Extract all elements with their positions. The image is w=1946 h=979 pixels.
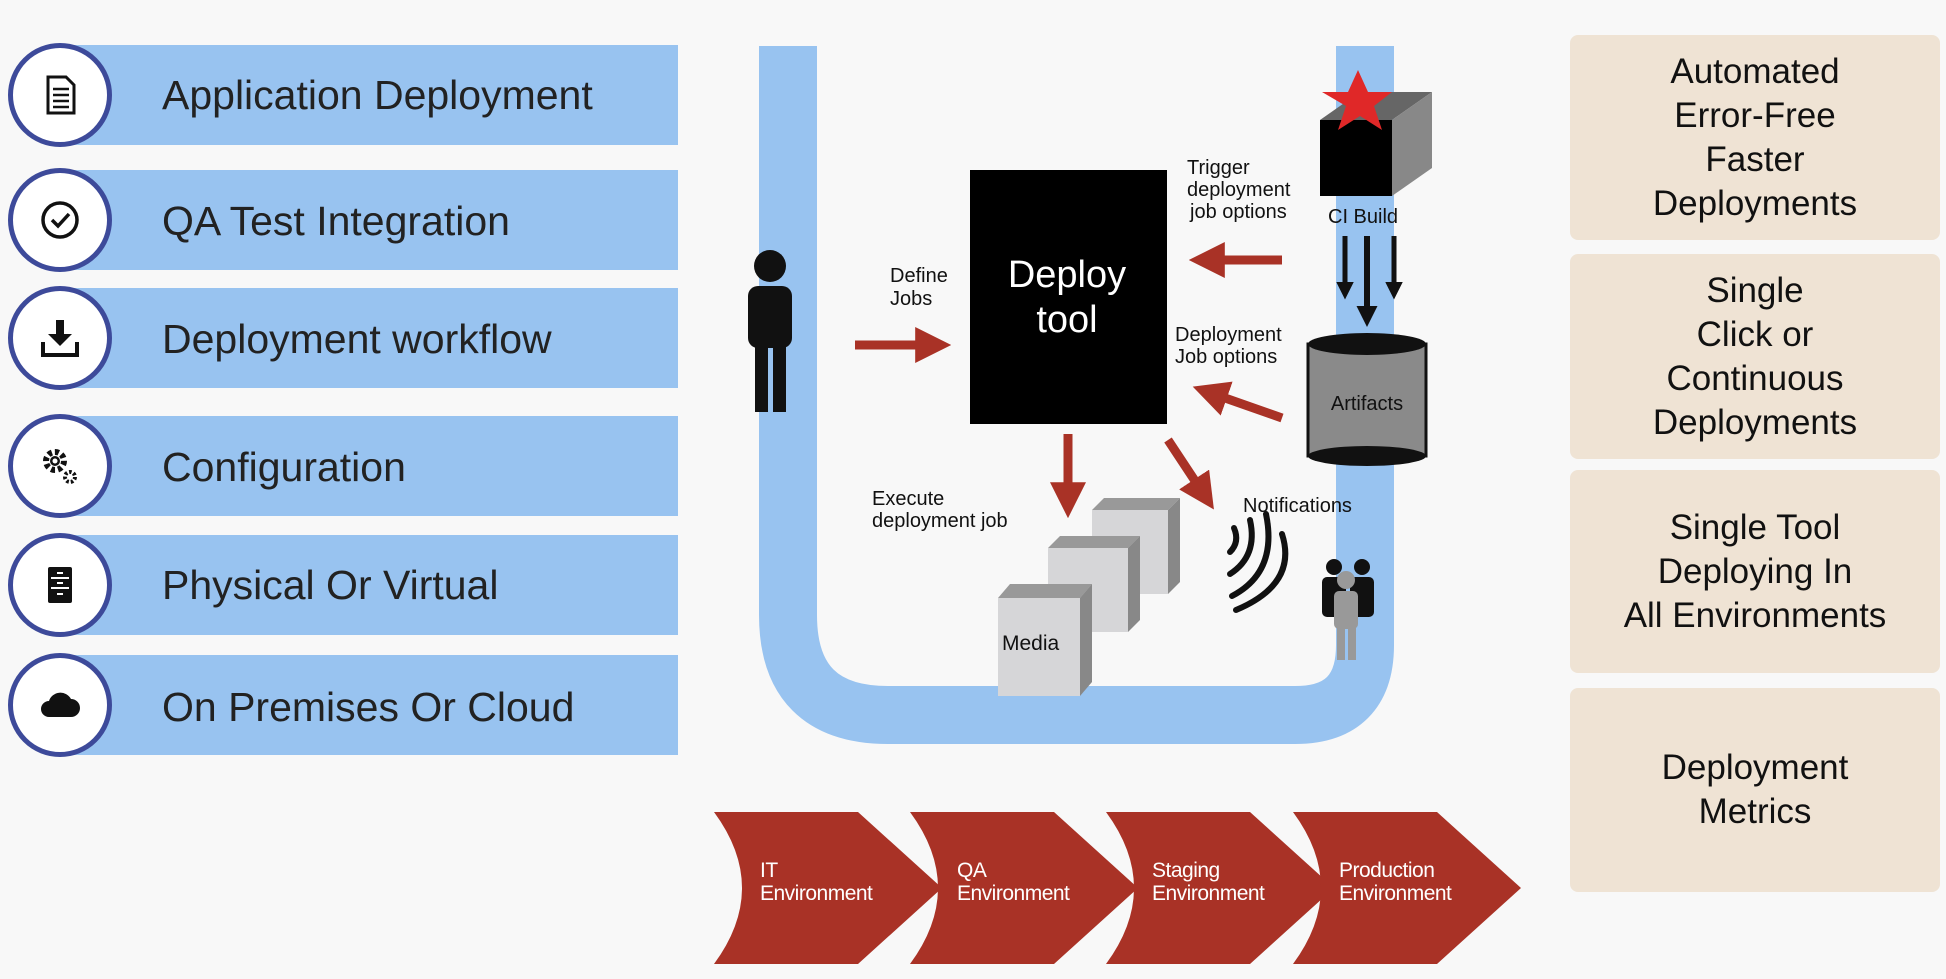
- job-options-label: Job options: [1175, 346, 1277, 368]
- download-icon: [8, 286, 112, 390]
- feature-label: Physical Or Virtual: [162, 562, 499, 608]
- deploy-tool-box: [970, 170, 1167, 424]
- environment-label: Environment: [1339, 882, 1452, 905]
- ci-build-label: CI Build: [1328, 206, 1398, 228]
- environment-chevron: [714, 812, 942, 964]
- document-icon: [8, 43, 112, 147]
- environment-label: Environment: [760, 882, 873, 905]
- feature-label: On Premises Or Cloud: [162, 684, 575, 730]
- environment-pipeline: IT Environment QA Environment Staging En…: [714, 812, 1521, 964]
- environment-label: Production: [1339, 859, 1434, 882]
- artifacts-database-icon: [1306, 333, 1428, 466]
- job-options-label: Deployment: [1175, 324, 1282, 346]
- feature-bar: [60, 535, 678, 635]
- ci-build-icon: [1320, 70, 1432, 196]
- environment-chevron: [1106, 812, 1334, 964]
- server-icon: [8, 533, 112, 637]
- artifacts-label: Artifacts: [1331, 393, 1403, 415]
- feature-label: Configuration: [162, 444, 406, 490]
- execute-label: deployment job: [872, 510, 1008, 532]
- benefit-text: Deployment Metrics: [1661, 748, 1849, 831]
- cloud-icon: [8, 653, 112, 757]
- trigger-label: job options: [1189, 201, 1287, 223]
- person-icon: [748, 250, 792, 412]
- media-cubes-icon: [998, 498, 1180, 696]
- team-icon: [1322, 559, 1374, 660]
- check-circle-icon: [8, 168, 112, 272]
- feature-bar: [60, 170, 678, 270]
- benefit-box: Single Tool Deploying In All Environment…: [1570, 470, 1940, 673]
- pipeline-pipe: [759, 46, 1394, 744]
- environment-label: IT: [760, 859, 778, 882]
- feature-label: Deployment workflow: [162, 316, 552, 362]
- define-jobs-label: Jobs: [890, 288, 932, 310]
- trigger-label: Trigger: [1187, 157, 1250, 179]
- benefit-text: Automated Error-Free Faster Deployments: [1652, 51, 1858, 223]
- feature-bar: [60, 655, 678, 755]
- gears-icon: [8, 414, 112, 518]
- notifications-label: Notifications: [1243, 495, 1352, 517]
- define-jobs-label: Define: [890, 265, 948, 287]
- feature-label: Application Deployment: [162, 72, 593, 118]
- job-options-arrow: [1192, 381, 1284, 423]
- benefit-box: Single Click or Continuous Deployments: [1570, 254, 1940, 459]
- feature-bar: [60, 416, 678, 516]
- benefit-text: Single Tool Deploying In All Environment…: [1623, 507, 1887, 635]
- deploy-tool-label: tool: [1036, 299, 1097, 341]
- execute-label: Execute: [872, 488, 944, 510]
- environment-chevron: [1293, 812, 1521, 964]
- feature-label: QA Test Integration: [162, 198, 510, 244]
- trigger-label: deployment: [1187, 179, 1291, 201]
- feature-bar: [60, 288, 678, 388]
- notification-arrow: [1164, 437, 1214, 510]
- benefit-text: Single Click or Continuous Deployments: [1652, 270, 1858, 442]
- signal-icon: [1227, 511, 1289, 613]
- environment-label: Staging: [1152, 859, 1220, 882]
- media-label: Media: [1002, 632, 1060, 655]
- environment-label: Environment: [1152, 882, 1265, 905]
- environment-chevron: [910, 812, 1138, 964]
- benefit-box: Automated Error-Free Faster Deployments: [1570, 35, 1940, 240]
- benefit-box: Deployment Metrics: [1570, 688, 1940, 892]
- feature-bar: [60, 45, 678, 145]
- environment-label: QA: [957, 859, 987, 882]
- deploy-tool-label: Deploy: [1008, 254, 1126, 296]
- environment-label: Environment: [957, 882, 1070, 905]
